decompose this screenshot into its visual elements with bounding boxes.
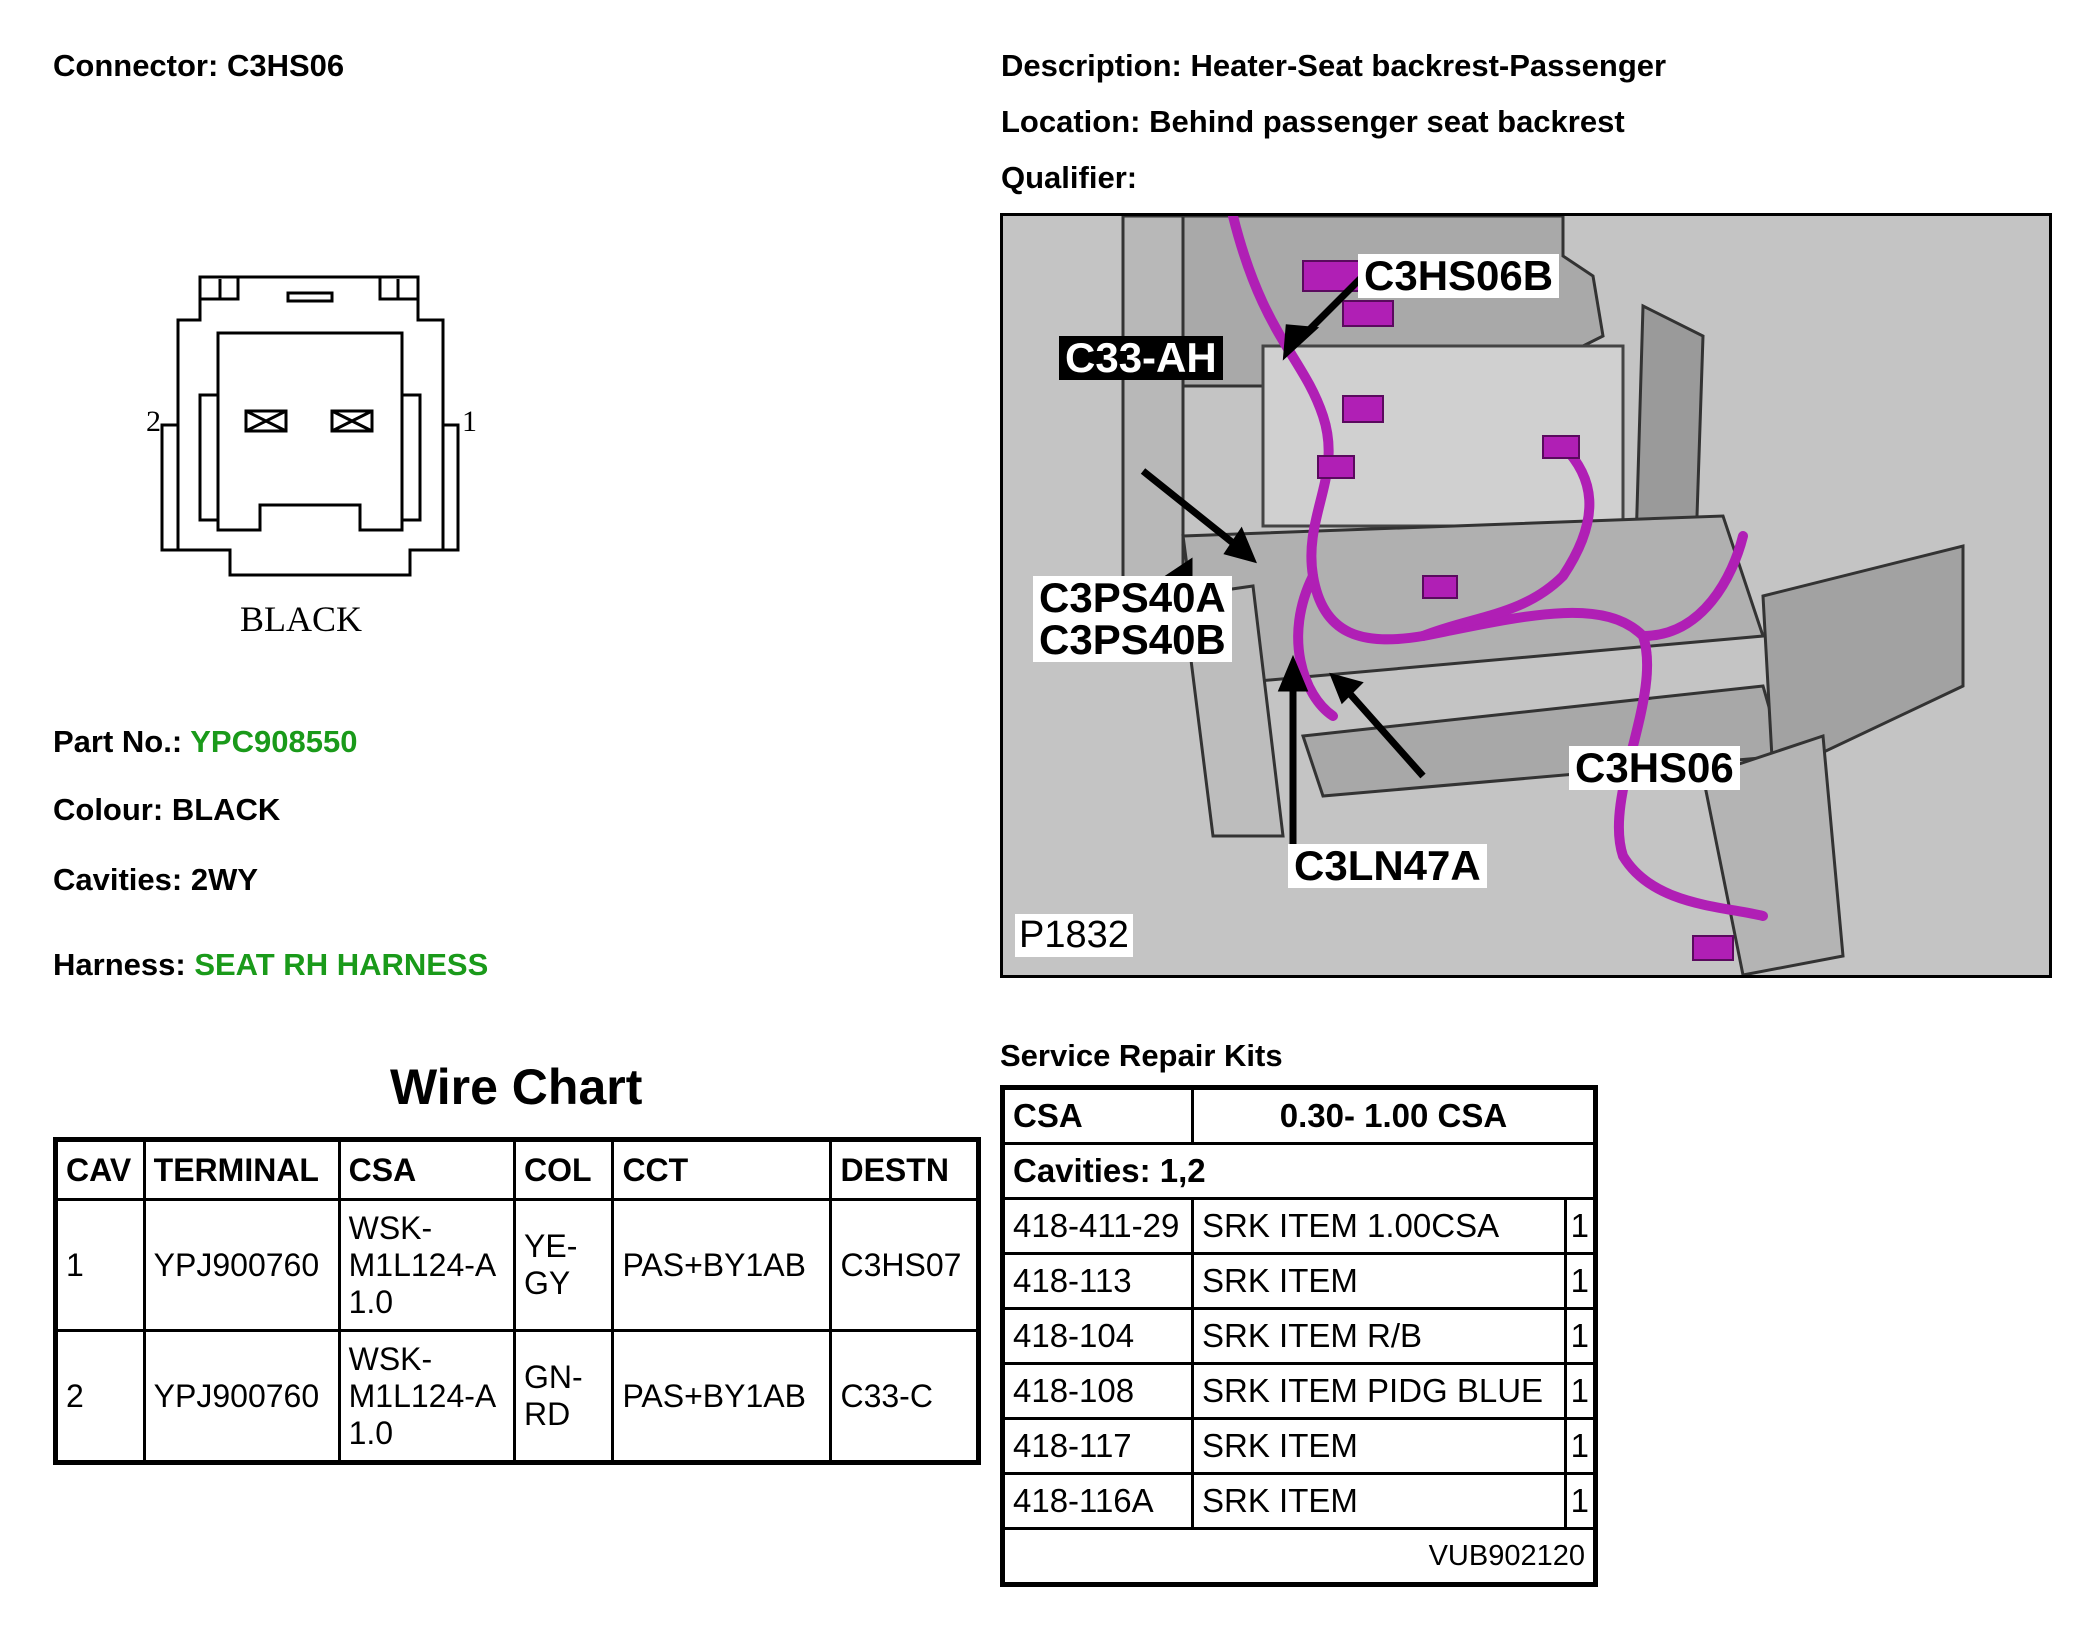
colour-label: Colour: [53, 792, 164, 827]
qualifier-label: Qualifier: [1001, 160, 1138, 195]
cell-cct: PAS+BY1AB [611, 1329, 833, 1464]
srk-name: SRK ITEM R/B [1191, 1307, 1567, 1365]
col-header-col: COL [513, 1138, 615, 1201]
location-label: Location: [1001, 104, 1141, 139]
srk-footer-row: VUB902120 [1001, 1527, 1597, 1586]
photo-label-c3hs06: C3HS06 [1569, 746, 1740, 790]
photo-label-c3ps40a: C3PS40A [1033, 576, 1232, 620]
description-line: Description: Heater-Seat backrest-Passen… [1001, 48, 1666, 84]
srk-csa-label: CSA [1001, 1086, 1194, 1145]
cavities-line: Cavities: 2WY [53, 862, 258, 898]
cell-cav: 1 [54, 1198, 146, 1332]
srk-name: SRK ITEM 1.00CSA [1191, 1197, 1567, 1255]
table-row: 418-117 SRK ITEM 1 [1001, 1417, 1598, 1475]
description-label: Description: [1001, 48, 1182, 83]
wire-chart-table: CAV TERMINAL CSA COL CCT DESTN 1 YPJ9007… [53, 1137, 981, 1465]
col-header-cct: CCT [611, 1138, 833, 1201]
col-header-terminal: TERMINAL [142, 1138, 341, 1201]
harness-label: Harness: [53, 947, 186, 982]
srk-csa-row: CSA 0.30- 1.00 CSA [1001, 1086, 1597, 1145]
table-row: 418-411-29 SRK ITEM 1.00CSA 1 [1001, 1197, 1598, 1255]
srk-code: 418-104 [1001, 1307, 1194, 1365]
table-row: 418-104 SRK ITEM R/B 1 [1001, 1307, 1598, 1365]
location-line: Location: Behind passenger seat backrest [1001, 104, 1625, 140]
qualifier-line: Qualifier: [1001, 160, 1137, 196]
srk-name: SRK ITEM [1191, 1472, 1567, 1530]
wire-chart-title: Wire Chart [390, 1059, 643, 1115]
cell-terminal: YPJ900760 [142, 1198, 341, 1332]
srk-qty: 1 [1563, 1307, 1598, 1365]
pin-label-1: 1 [462, 405, 477, 438]
photo-label-c33ah: C33-AH [1059, 336, 1223, 380]
srk-qty: 1 [1563, 1472, 1598, 1530]
srk-name: SRK ITEM PIDG BLUE [1191, 1362, 1567, 1420]
wire-chart-header-row: CAV TERMINAL CSA COL CCT DESTN [54, 1138, 980, 1201]
connector-colour-caption: BLACK [240, 599, 362, 639]
cavities-label: Cavities: [53, 862, 183, 897]
seat-frame-illustration [1121, 216, 1965, 975]
part-no-line: Part No.: YPC908550 [53, 724, 357, 760]
cell-col: YE-GY [513, 1198, 615, 1332]
srk-qty: 1 [1563, 1197, 1598, 1255]
srk-name: SRK ITEM [1191, 1252, 1567, 1310]
srk-title: Service Repair Kits [1000, 1038, 1283, 1073]
srk-qty: 1 [1563, 1417, 1598, 1475]
srk-footer: VUB902120 [1001, 1527, 1597, 1586]
cell-destn: C33-C [829, 1329, 980, 1464]
table-row: 418-113 SRK ITEM 1 [1001, 1252, 1598, 1310]
description-value: Heater-Seat backrest-Passenger [1190, 48, 1667, 83]
connector-value: C3HS06 [226, 48, 345, 83]
srk-name: SRK ITEM [1191, 1417, 1567, 1475]
part-no-label: Part No.: [53, 724, 183, 759]
cell-cct: PAS+BY1AB [611, 1198, 833, 1332]
part-no-link[interactable]: YPC908550 [190, 724, 358, 759]
harness-line: Harness: SEAT RH HARNESS [53, 947, 488, 983]
cavities-value: 2WY [190, 862, 259, 897]
cell-terminal: YPJ900760 [142, 1329, 341, 1464]
photo-id: P1832 [1015, 914, 1133, 957]
table-row: 418-116A SRK ITEM 1 [1001, 1472, 1598, 1530]
srk-qty: 1 [1563, 1362, 1598, 1420]
photo-label-c3ln47a: C3LN47A [1288, 844, 1487, 888]
srk-code: 418-108 [1001, 1362, 1194, 1420]
location-value: Behind passenger seat backrest [1149, 104, 1625, 139]
cell-cav: 2 [54, 1329, 146, 1464]
connector-face-drawing: 2 1 BLACK [146, 275, 477, 639]
cell-col: GN-RD [513, 1329, 615, 1464]
location-photo: C3HS06B C33-AH C3PS40A C3PS40B C3HS06 C3… [1000, 213, 2052, 978]
srk-code: 418-411-29 [1001, 1197, 1194, 1255]
srk-table: CSA 0.30- 1.00 CSA Cavities: 1,2 418-411… [1000, 1085, 1598, 1587]
col-header-destn: DESTN [829, 1138, 980, 1201]
srk-code: 418-116A [1001, 1472, 1194, 1530]
cell-destn: C3HS07 [829, 1198, 980, 1332]
srk-cavities-row: Cavities: 1,2 [1001, 1142, 1597, 1200]
srk-qty: 1 [1563, 1252, 1598, 1310]
srk-code: 418-113 [1001, 1252, 1194, 1310]
srk-csa-value: 0.30- 1.00 CSA [1191, 1086, 1597, 1145]
harness-link[interactable]: SEAT RH HARNESS [194, 947, 489, 982]
srk-cavities: Cavities: 1,2 [1001, 1142, 1597, 1200]
col-header-csa: CSA [337, 1138, 517, 1201]
colour-line: Colour: BLACK [53, 792, 280, 828]
pin-label-2: 2 [146, 405, 161, 438]
photo-label-c3hs06b: C3HS06B [1358, 254, 1560, 298]
connector-label: Connector: [53, 48, 219, 83]
table-row: 418-108 SRK ITEM PIDG BLUE 1 [1001, 1362, 1598, 1420]
photo-label-c3ps40b: C3PS40B [1033, 618, 1232, 662]
col-header-cav: CAV [54, 1138, 146, 1201]
colour-value: BLACK [171, 792, 281, 827]
connector-heading: Connector: C3HS06 [53, 48, 344, 84]
srk-code: 418-117 [1001, 1417, 1194, 1475]
